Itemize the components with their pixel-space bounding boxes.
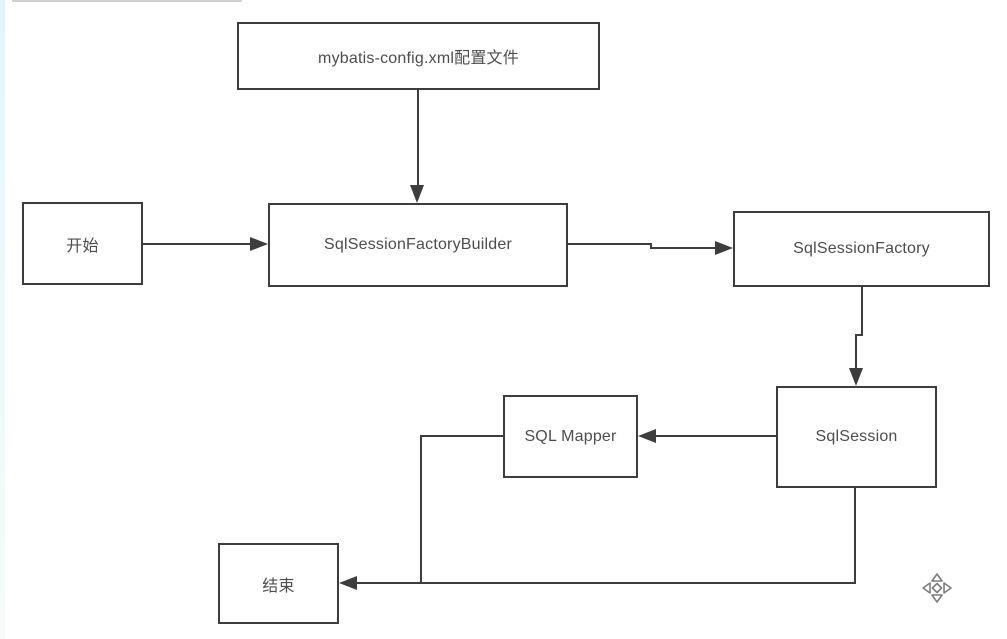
arrowhead-start-to-builder-icon (250, 237, 268, 251)
node-sqlsession: SqlSession (776, 386, 937, 488)
connector-builder-to-factory-step (650, 243, 652, 249)
connector-session-to-mapper (656, 435, 776, 437)
connector-factory-to-session-seg2 (855, 334, 857, 369)
node-sqlsessionfactory: SqlSessionFactory (733, 211, 990, 287)
move-pan-icon[interactable] (921, 572, 953, 604)
connector-mapper-elbow-horizontal (420, 435, 503, 437)
node-end: 结束 (218, 543, 339, 624)
arrowhead-factory-to-session-icon (849, 368, 863, 386)
connector-factory-to-session-jog (855, 334, 863, 336)
connector-builder-to-factory-seg1 (568, 243, 652, 245)
connector-to-end (357, 582, 856, 584)
top-edge-smudge (12, 0, 242, 2)
connector-config-to-builder (417, 90, 419, 187)
connector-builder-to-factory-seg2 (650, 247, 716, 249)
node-config-file: mybatis-config.xml配置文件 (237, 22, 600, 90)
connector-mapper-elbow-vertical (420, 435, 422, 584)
connector-start-to-builder (143, 243, 251, 245)
arrowhead-config-to-builder-icon (410, 185, 424, 203)
left-edge-tint (0, 0, 5, 639)
arrowhead-session-to-mapper-icon (638, 429, 656, 443)
node-sqlsessionfactorybuilder: SqlSessionFactoryBuilder (268, 203, 568, 287)
connector-session-down (854, 488, 856, 584)
node-start: 开始 (22, 202, 143, 285)
arrowhead-to-end-icon (339, 576, 357, 590)
connector-factory-to-session-seg1 (861, 287, 863, 336)
arrowhead-builder-to-factory-icon (715, 241, 733, 255)
node-sql-mapper: SQL Mapper (503, 395, 638, 478)
